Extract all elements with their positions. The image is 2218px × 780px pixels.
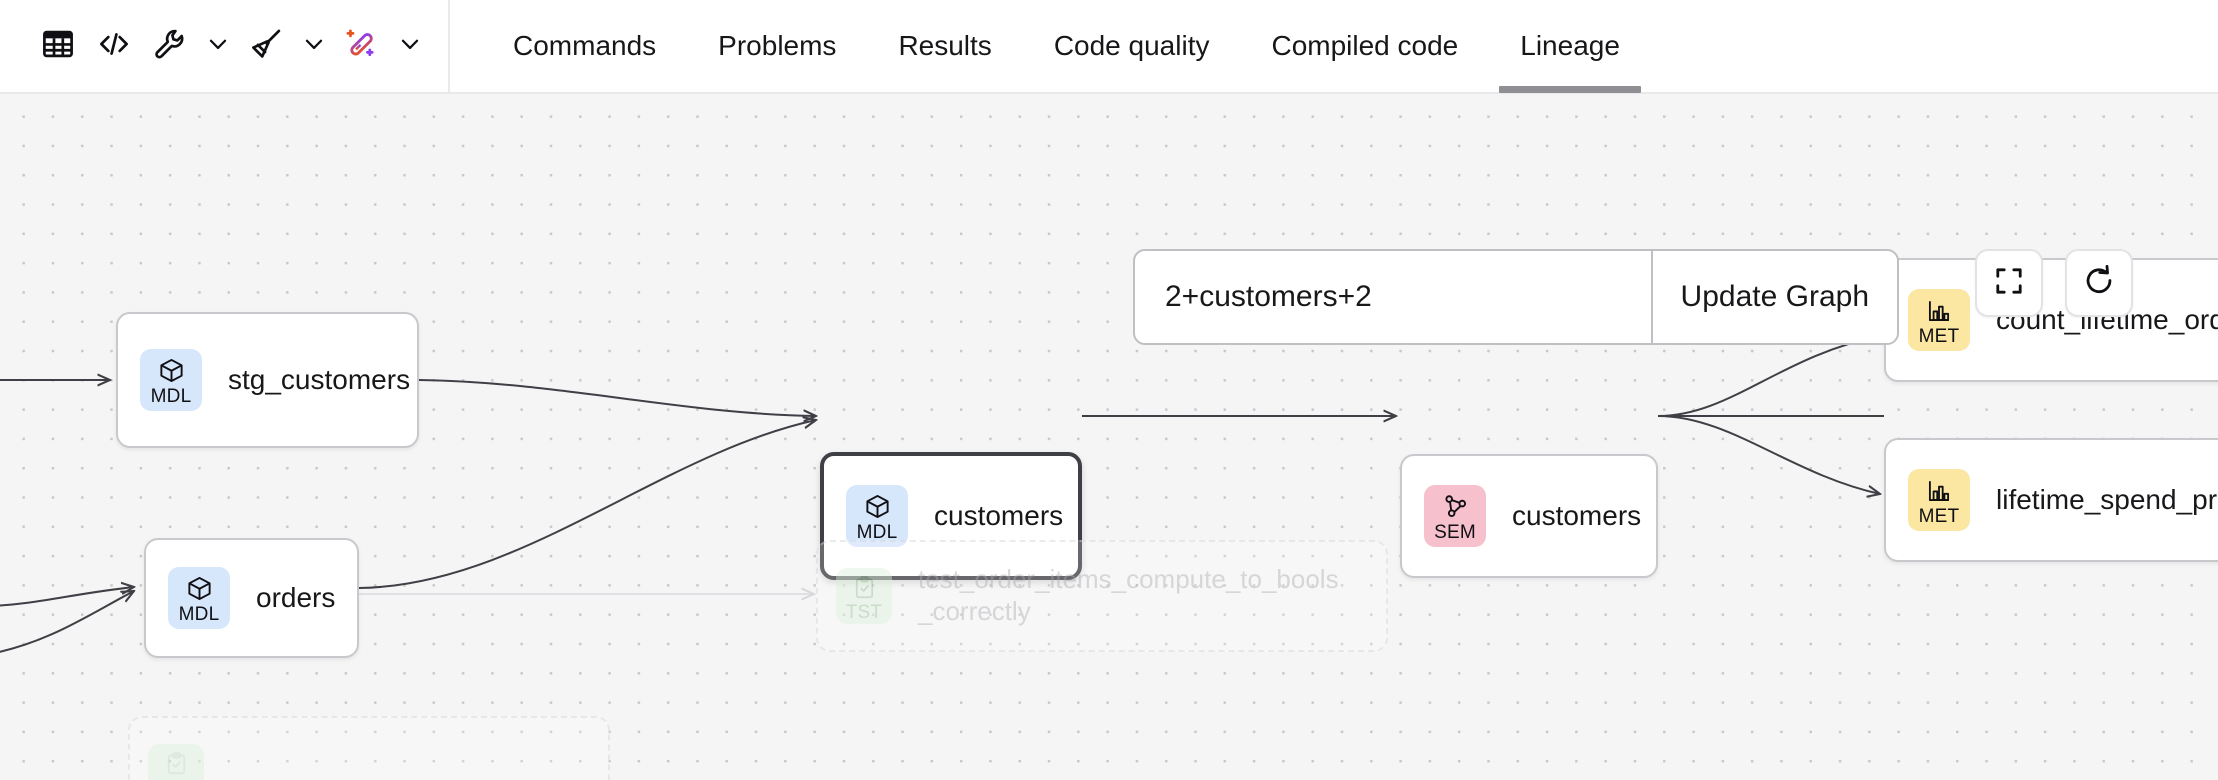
node-type-badge-met: MET — [1908, 469, 1970, 531]
tab-lineage[interactable]: Lineage — [1489, 0, 1651, 93]
bar-chart-icon — [1926, 294, 1952, 324]
node-label: lifetime_spend_pretax — [1996, 483, 2218, 515]
node-label: orders — [256, 581, 336, 613]
build-button[interactable] — [142, 18, 198, 74]
node-type-code: MDL — [150, 386, 192, 407]
build-dropdown-button[interactable] — [198, 18, 238, 74]
node-label: test_order_items_compute_to_bools _corre… — [918, 564, 1339, 626]
ai-assist-dropdown-button[interactable] — [390, 18, 430, 74]
top-bar: Commands Problems Results Code quality C… — [0, 0, 2218, 94]
tab-label: Lineage — [1520, 30, 1620, 61]
code-view-button[interactable] — [86, 18, 142, 74]
node-type-code: TST — [845, 602, 883, 623]
format-button[interactable] — [238, 18, 294, 74]
wrench-icon — [152, 26, 188, 67]
ai-assist-button[interactable] — [334, 18, 390, 74]
tab-results[interactable]: Results — [867, 0, 1022, 93]
graph-selector-input[interactable] — [1135, 251, 1651, 343]
tab-problems[interactable]: Problems — [687, 0, 867, 93]
node-label: customers — [934, 499, 1064, 531]
clipboard-check-icon — [164, 746, 189, 776]
node-type-code: SEM — [1434, 522, 1476, 543]
tab-compiled-code[interactable]: Compiled code — [1240, 0, 1489, 93]
broom-icon — [248, 26, 284, 67]
lineage-node-stg-customers[interactable]: MDL stg_customers — [116, 312, 419, 448]
cube-icon — [186, 572, 213, 602]
node-type-code: MET — [1918, 326, 1960, 347]
node-type-badge-sem: SEM — [1424, 485, 1486, 547]
bar-chart-icon — [1926, 474, 1952, 504]
node-type-badge-mdl: MDL — [846, 485, 908, 547]
editor-toolbar — [0, 0, 430, 93]
graph-search-bar: Update Graph — [1133, 249, 1899, 345]
update-graph-button[interactable]: Update Graph — [1652, 251, 1897, 343]
refresh-button[interactable] — [2065, 249, 2133, 317]
graph-nodes-icon — [1442, 490, 1469, 520]
node-label: stg_customers — [228, 363, 411, 395]
refresh-icon — [2083, 264, 2115, 302]
tab-label: Code quality — [1053, 30, 1210, 61]
code-icon — [96, 26, 132, 67]
node-type-badge-met: MET — [1908, 289, 1970, 351]
lineage-node-count-lifetime-orders[interactable]: MET count_lifetime_orders — [1884, 258, 2218, 382]
search-divider — [1650, 251, 1653, 343]
tab-commands[interactable]: Commands — [482, 0, 687, 93]
lineage-node-test-partial[interactable]: TST — [128, 716, 610, 780]
node-type-badge-tst: TST — [148, 744, 204, 780]
tab-label: Problems — [718, 30, 837, 61]
canvas-controls — [1975, 249, 2133, 317]
lineage-node-customers-semantic[interactable]: SEM customers — [1400, 454, 1658, 578]
format-dropdown-button[interactable] — [294, 18, 334, 74]
lineage-node-customers-model[interactable]: MDL customers — [820, 452, 1082, 580]
magic-wand-icon — [344, 26, 380, 67]
lineage-node-orders[interactable]: MDL orders — [144, 538, 359, 658]
clipboard-check-icon — [852, 570, 877, 600]
fit-view-icon — [1993, 265, 2025, 302]
node-type-code: MDL — [178, 604, 220, 625]
node-type-code: MDL — [856, 522, 898, 543]
table-view-icon — [41, 27, 75, 66]
fit-view-button[interactable] — [1975, 249, 2043, 317]
tab-code-quality[interactable]: Code quality — [1023, 0, 1241, 93]
tab-label: Results — [898, 30, 992, 61]
lineage-node-lifetime-spend-pretax[interactable]: MET lifetime_spend_pretax — [1884, 438, 2218, 562]
chevron-down-icon — [301, 31, 327, 62]
toolbar-divider — [448, 0, 450, 93]
node-type-badge-mdl: MDL — [140, 349, 202, 411]
node-label: customers — [1512, 499, 1642, 531]
lineage-canvas[interactable]: MDL stg_customers MDL orders — [0, 94, 2218, 780]
node-type-badge-tst: TST — [836, 568, 892, 624]
cube-icon — [158, 354, 185, 384]
chevron-down-icon — [205, 31, 231, 62]
tab-bar: Commands Problems Results Code quality C… — [482, 0, 1651, 93]
tab-label: Compiled code — [1271, 30, 1459, 61]
node-type-code: MET — [1918, 506, 1960, 527]
tab-label: Commands — [513, 30, 657, 61]
node-type-badge-mdl: MDL — [168, 567, 230, 629]
table-view-button[interactable] — [30, 18, 86, 74]
cube-icon — [864, 490, 891, 520]
chevron-down-icon — [397, 31, 423, 62]
lineage-node-test-order-items[interactable]: TST test_order_items_compute_to_bools _c… — [816, 540, 1388, 652]
